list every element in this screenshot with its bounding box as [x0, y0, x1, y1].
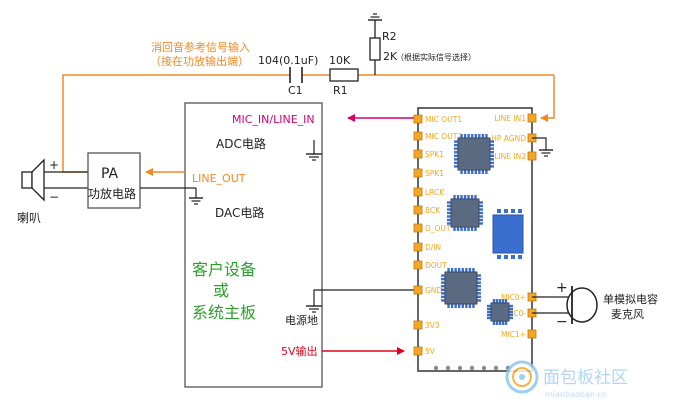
module-chip-top [454, 134, 494, 174]
module-left-pin-label: D_OUT [425, 224, 451, 233]
module-ic-block [492, 214, 524, 254]
module-right-pin-pad [527, 151, 537, 161]
watermark-text: 面包板社区 [543, 368, 628, 388]
module-left-pin-label: 3V3 [425, 321, 440, 330]
c1-name: C1 [288, 84, 303, 97]
mic-label-line2: 麦克风 [611, 308, 644, 321]
customer-name-line3: 系统主板 [192, 303, 256, 322]
module-right-pin-label: LINE IN2 [494, 152, 526, 161]
pa-subtitle: 功放电路 [88, 186, 136, 201]
line-out-label: LINE_OUT [192, 172, 246, 185]
module-left-pin-label: 5V [425, 347, 436, 356]
module-left-pin-label: DOUT [425, 261, 447, 270]
resistor-r2 [369, 20, 381, 75]
echo-ref-note-line1: 消回音参考信号输入 [151, 40, 250, 54]
module-left-pin-pad [413, 242, 423, 252]
mic-label-line1: 单模拟电容 [603, 292, 658, 306]
module-left-pin-label: MIC OUT2 [425, 132, 462, 141]
module-left-pin-pad [413, 285, 423, 295]
r1-value: 10K [329, 54, 351, 67]
module-left-pin-label: SPK1 [425, 169, 444, 178]
pa-title: PA [101, 166, 119, 182]
r1-name: R1 [333, 84, 348, 97]
module-right-pin-label: MIC1+ [501, 330, 526, 339]
resistor-array-icon [497, 209, 522, 259]
module-left-pin-pad [413, 205, 423, 215]
module-left-pin-pad [413, 346, 423, 356]
module-chip-middle [447, 195, 483, 231]
module-right-pin-label: MIC0- [505, 309, 527, 318]
mic-in-label: MIC_IN/LINE_IN [232, 113, 315, 126]
module-left-pin-pad [413, 168, 423, 178]
speaker-plus: + [49, 158, 59, 172]
module-left-pin-pad [413, 149, 423, 159]
module-right-pin-label: HP AGND [491, 134, 526, 143]
module-left-pin-pad [413, 114, 423, 124]
adc-ground-icon [306, 140, 322, 161]
module-right-pin-label: MIC0+ [501, 293, 526, 302]
pa-amplifier-box [87, 152, 141, 209]
module-left-pin-pad [413, 187, 423, 197]
microphone-wiring [532, 296, 570, 314]
mic-plus: + [556, 280, 568, 296]
module-right-pin-pad [527, 329, 537, 339]
module-left-pin-label: LRCK [425, 188, 445, 197]
watermark-logo [505, 360, 539, 394]
watermark-subtext: mianbaoban.cn [545, 390, 607, 399]
module-left-pin-pad [413, 260, 423, 270]
module-left-pin-pad [413, 320, 423, 330]
capacitor-c1 [289, 67, 303, 83]
customer-board-box [184, 102, 323, 388]
c1-value: 104(0.1uF) [258, 54, 318, 67]
module-left-pin-label: MIC OUT1 [425, 115, 462, 124]
r2-note: （根据实际信号选择） [396, 52, 476, 62]
mic-minus: − [556, 314, 568, 330]
module-left-pin-pad [413, 223, 423, 233]
customer-name-line2: 或 [213, 281, 229, 300]
customer-name-line1: 客户设备 [192, 260, 256, 279]
v5-label: 5V输出 [281, 344, 318, 358]
pa-ground-line [140, 187, 203, 205]
gnd-connection-line [306, 289, 418, 313]
r2-ground-icon [368, 13, 382, 21]
module-left-pin-pad [413, 131, 423, 141]
module-right-pin-label: LINE IN1 [494, 114, 526, 123]
echo-ref-note-line2: （接在功放输出端） [150, 54, 249, 68]
module-left-pin-label: BCK [425, 206, 441, 215]
resistor-r1 [329, 68, 359, 82]
speaker-minus: − [49, 190, 59, 204]
module-chip-small [487, 299, 513, 325]
hp-agnd-ground-line [532, 137, 553, 157]
power-ground-label: 电源地 [285, 313, 318, 327]
module-left-pin-label: D/IN [425, 243, 441, 252]
speaker-icon [21, 158, 88, 202]
module-chip-lower [441, 268, 481, 308]
dac-label: DAC电路 [215, 205, 264, 220]
r2-value: 2K [383, 50, 398, 63]
module-right-pin-pad [527, 113, 537, 123]
adc-label: ADC电路 [216, 136, 266, 151]
r2-name: R2 [382, 30, 397, 43]
module-left-pin-label: SPK1 [425, 150, 444, 159]
microphone-icon [566, 287, 598, 323]
module-left-pin-label: GND [425, 286, 442, 295]
speaker-label: 喇叭 [17, 210, 41, 225]
